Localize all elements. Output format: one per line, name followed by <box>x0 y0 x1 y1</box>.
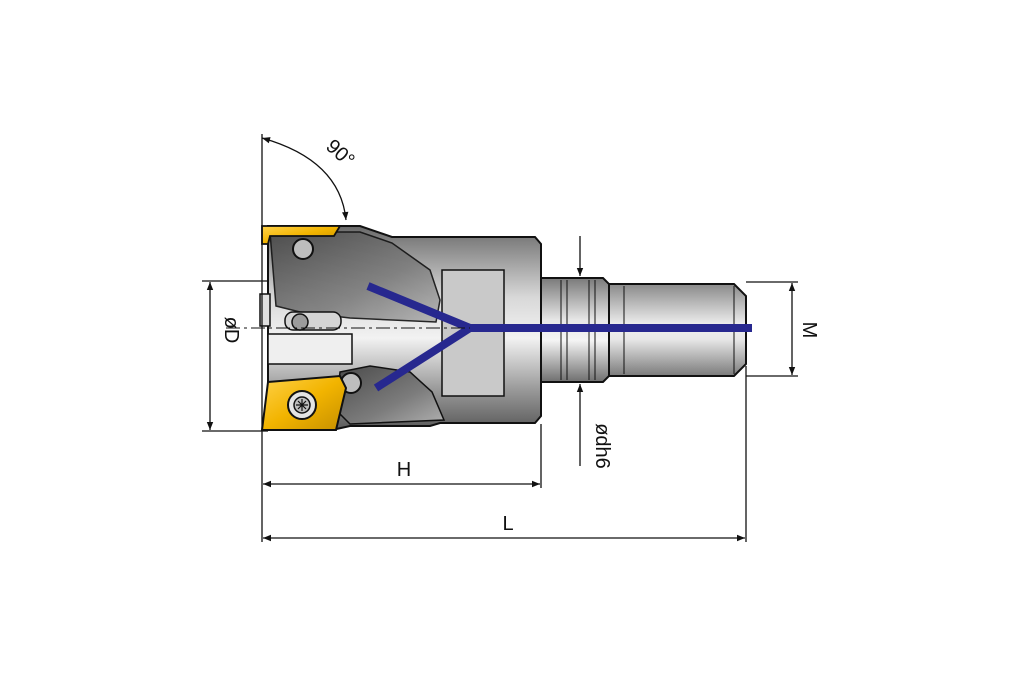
head-recess <box>441 269 505 397</box>
upper-clamp-screw <box>291 313 309 331</box>
upper-screw-hole <box>292 238 314 260</box>
coolant-channels <box>366 282 752 392</box>
dimensions <box>202 134 798 542</box>
coolant-upper-branch <box>366 282 472 332</box>
diameter-label: øD <box>220 317 242 344</box>
shank-diameter-label: ødh6 <box>591 423 613 469</box>
thread-label: M <box>798 322 820 339</box>
coolant-lower-branch <box>373 324 473 392</box>
front-slot <box>267 333 353 365</box>
angle-label: 90° <box>321 135 358 172</box>
head-length-label: H <box>397 459 411 481</box>
front-step <box>259 293 271 327</box>
cutting-inserts <box>260 225 348 431</box>
angle-arc <box>261 137 349 221</box>
total-length-label: L <box>502 513 513 535</box>
